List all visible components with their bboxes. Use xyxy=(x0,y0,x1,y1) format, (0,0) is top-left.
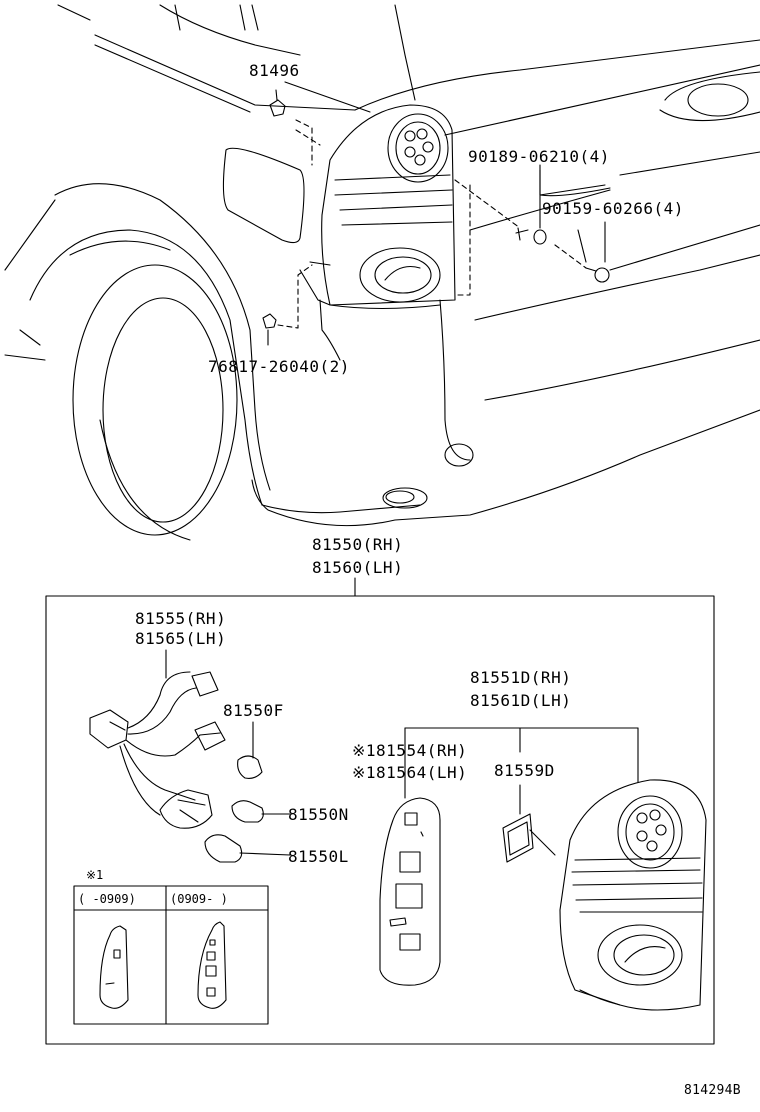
assembly-frame xyxy=(45,595,715,1045)
bulbs xyxy=(204,755,264,863)
part-label-81550-rh: 81550(RH) xyxy=(312,535,404,554)
part-label-81565-lh: 81565(LH) xyxy=(135,629,227,648)
part-label-81554-rh: ※181554(RH) xyxy=(352,741,468,760)
part-label-81551d-rh: 81551D(RH) xyxy=(470,668,572,687)
part-label-81559d: 81559D xyxy=(494,761,555,780)
leader-lines-upper xyxy=(267,81,606,597)
part-label-81496: 81496 xyxy=(249,61,300,80)
note-col-a: ( -0909) xyxy=(78,892,136,906)
note-col-b: (0909- ) xyxy=(170,892,228,906)
leader-lines-box xyxy=(165,649,291,856)
vehicle-rear-body xyxy=(4,4,760,541)
part-label-81560-lh: 81560(LH) xyxy=(312,558,404,577)
part-label-81550n: 81550N xyxy=(288,805,349,824)
part-label-76817-26040: 76817-26040(2) xyxy=(208,357,350,376)
socket-wire-harness xyxy=(89,671,226,829)
note-mark: ※1 xyxy=(86,868,104,882)
pad xyxy=(502,784,556,863)
part-label-90189-06210: 90189-06210(4) xyxy=(468,147,610,166)
lens-leader-bracket xyxy=(404,727,639,799)
part-label-81561d-lh: 81561D(LH) xyxy=(470,691,572,710)
figure-code: 814294B xyxy=(684,1083,741,1098)
tail-lamp-assembly xyxy=(559,779,707,1011)
part-label-81550l: 81550L xyxy=(288,847,349,866)
part-label-81550f: 81550F xyxy=(223,701,284,720)
gasket xyxy=(379,797,441,986)
part-label-81564-lh: ※181564(LH) xyxy=(352,763,468,782)
part-label-90159-60266: 90159-60266(4) xyxy=(542,199,684,218)
part-label-81555-rh: 81555(RH) xyxy=(135,609,227,628)
note-table xyxy=(73,885,269,1025)
hardware-parts xyxy=(262,99,610,329)
tail-lamp-installed xyxy=(321,104,456,306)
